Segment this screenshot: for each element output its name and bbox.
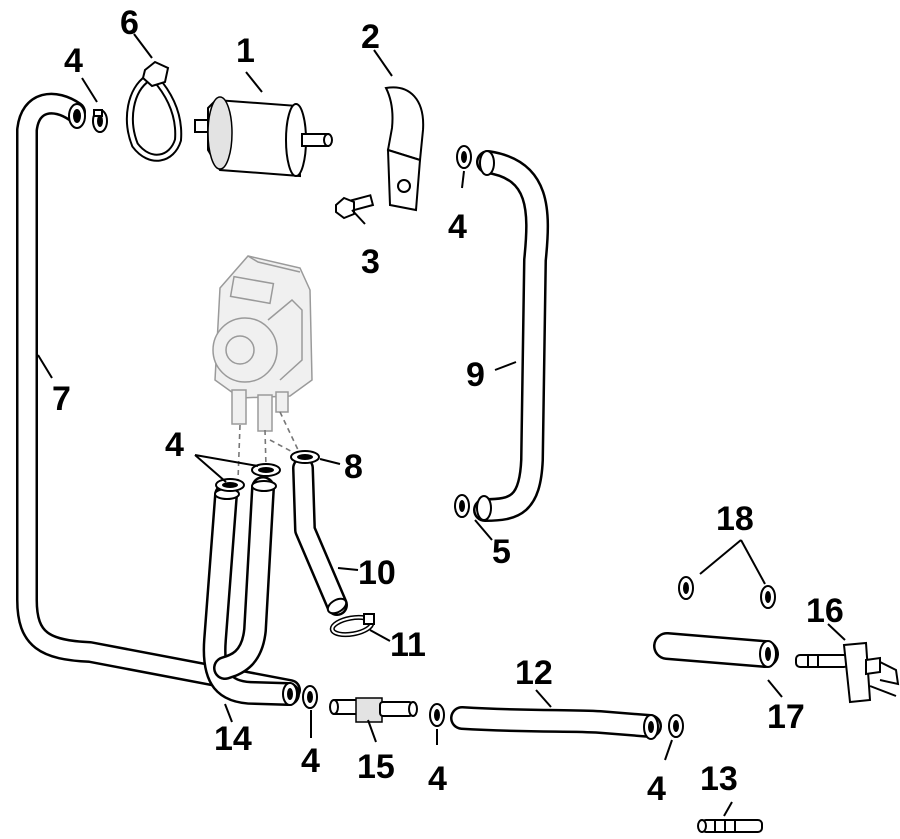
hose-17: [653, 632, 779, 668]
hose-14: [202, 476, 300, 706]
fitting-13: [697, 819, 763, 833]
hose-12: [450, 706, 662, 740]
connector-15: [329, 697, 418, 723]
callout-3: 3: [361, 243, 380, 281]
fuel-filter-1: [194, 96, 333, 178]
callout-5: 5: [492, 533, 511, 571]
callout-1: 1: [236, 32, 255, 70]
callout-18: 18: [716, 500, 754, 538]
callout-10: 10: [358, 554, 396, 592]
callout-9: 9: [466, 356, 485, 394]
hose-7: [16, 92, 301, 701]
callout-17: 17: [767, 698, 805, 736]
callout-12: 12: [515, 654, 553, 692]
callout-8: 8: [344, 448, 363, 486]
hose-clips: [92, 109, 776, 738]
callout-7: 7: [52, 380, 71, 418]
callout-14: 14: [214, 720, 252, 758]
callout-4-pump: 4: [165, 426, 184, 464]
leader-lines: [37, 33, 846, 817]
callout-6: 6: [120, 4, 139, 42]
callout-labels: 1 2 3 4 4 4 4 4 4 5 6 7 8 9 10 11 12 13 …: [52, 4, 844, 808]
connector-16: [795, 641, 900, 704]
callout-4-top-left: 4: [64, 42, 83, 80]
callout-15: 15: [357, 748, 395, 786]
clamp-11: [329, 613, 375, 638]
callout-13: 13: [700, 760, 738, 798]
callout-16: 16: [806, 592, 844, 630]
clamp-6: [125, 60, 183, 162]
callout-2: 2: [361, 18, 380, 56]
callout-11: 11: [390, 626, 426, 664]
bracket-2: [384, 86, 425, 212]
hose-10: [292, 457, 348, 616]
callout-4-bottom-right: 4: [647, 770, 666, 808]
fuel-pump: [212, 255, 313, 432]
callout-4-bottom-middle: 4: [428, 760, 447, 798]
callout-4-upper-right: 4: [448, 208, 467, 246]
screw-3: [335, 194, 375, 220]
callout-4-bottom-left: 4: [301, 742, 320, 780]
hose-9: [473, 150, 550, 522]
